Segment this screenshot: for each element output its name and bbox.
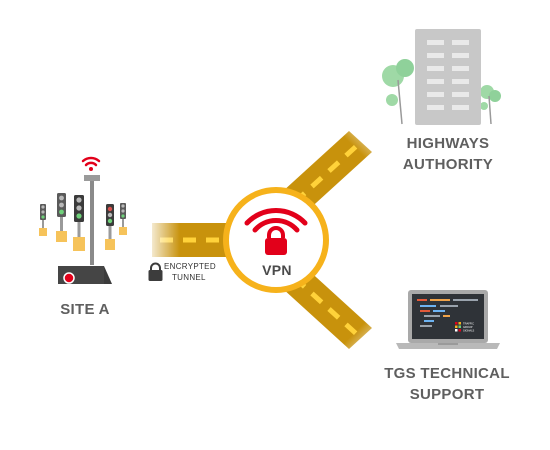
tgs-technical-support-label: TGS TECHNICAL SUPPORT	[372, 363, 522, 405]
site-a-label: SITE A	[40, 301, 130, 318]
traffic-signals-icon	[39, 156, 127, 284]
road-to-tgs	[282, 267, 380, 355]
encrypted-tunnel-label: ENCRYPTED TUNNEL	[164, 261, 234, 283]
encrypted-tunnel-label-line-1: ENCRYPTED	[164, 262, 216, 271]
vpn-label: VPN	[245, 262, 309, 278]
tgs-label-line-1: TGS TECHNICAL	[384, 365, 510, 382]
padlock-icon	[148, 262, 163, 281]
vpn-label-text: VPN	[262, 262, 292, 278]
tgs-logo-line-3: SIGNALS	[463, 329, 475, 333]
highways-authority-label-line-2: AUTHORITY	[402, 156, 494, 173]
road-to-highways	[282, 125, 380, 213]
wifi-lock-icon	[244, 208, 308, 255]
laptop-icon: TRAFFIC GROUP SIGNALS	[396, 290, 500, 349]
site-a-label-text: SITE A	[60, 301, 110, 318]
vpn-hub	[223, 187, 329, 293]
tgs-logo-line-2: GROUP	[463, 325, 473, 329]
highways-authority-label-line-1: HIGHWAYS	[406, 135, 490, 152]
tgs-logo-line-1: TRAFFIC	[463, 322, 474, 326]
encrypted-tunnel-label-line-2: TUNNEL	[172, 273, 206, 282]
tgs-logo-icon: TRAFFIC GROUP SIGNALS	[455, 322, 475, 333]
office-building-icon	[382, 29, 501, 125]
wifi-signal-icon	[81, 156, 101, 171]
highways-authority-label: HIGHWAYS AUTHORITY	[383, 133, 513, 175]
tgs-label-line-2: SUPPORT	[409, 386, 485, 403]
